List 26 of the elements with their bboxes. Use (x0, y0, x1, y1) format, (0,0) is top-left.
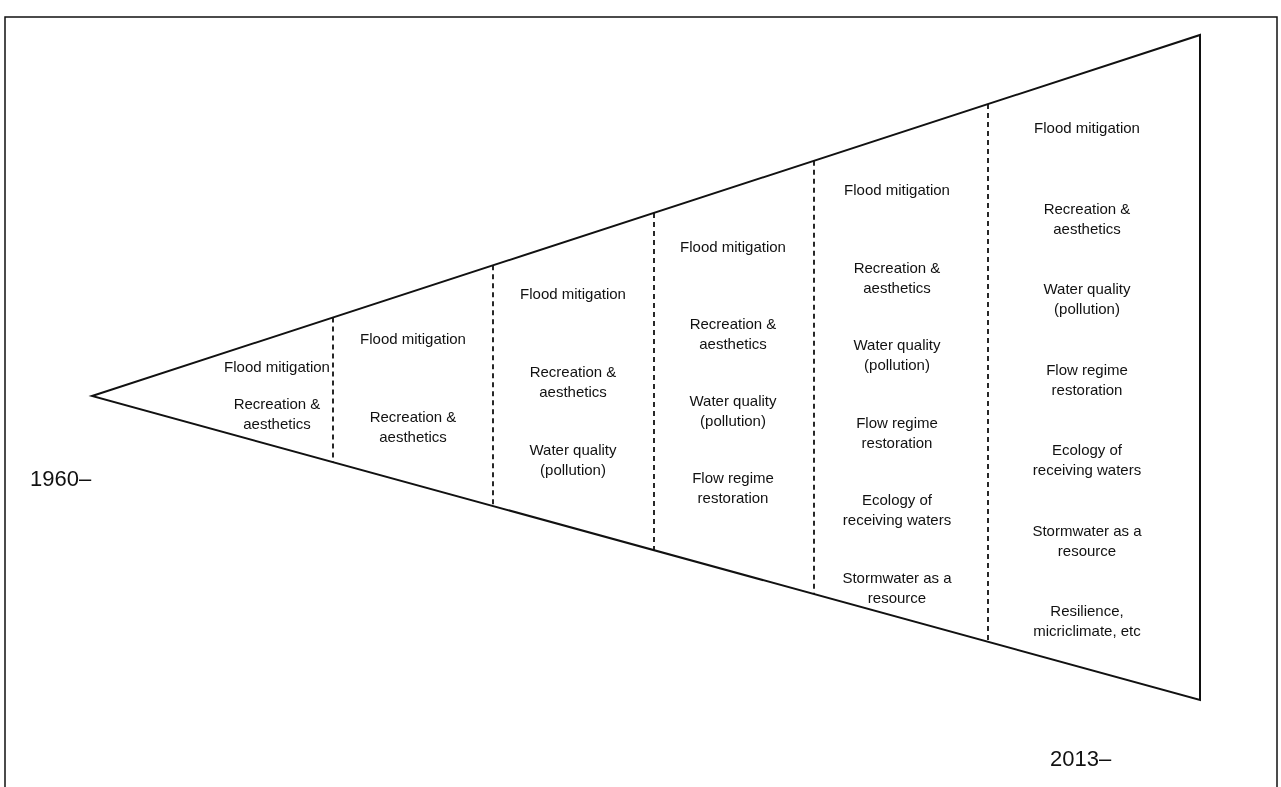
benefit-text: Water quality (pollution) (852, 335, 942, 375)
year-label: 2013– (1050, 746, 1112, 772)
benefit-text: Recreation & aesthetics (368, 407, 458, 447)
benefit-text: Flood mitigation (1033, 118, 1141, 138)
benefit-text: Flood mitigation (519, 284, 627, 304)
benefit-text: Stormwater as a resource (1031, 520, 1143, 561)
benefit-text: Flow regime restoration (691, 468, 775, 508)
benefit-text: Water quality (pollution) (528, 440, 618, 480)
year-label: 1960– (30, 466, 92, 492)
benefit-text: Flood mitigation (223, 357, 331, 377)
benefit-text: Flood mitigation (679, 237, 787, 257)
benefit-text: Stormwater as a resource (841, 567, 953, 608)
benefit-text: Resilience, micriclimate, etc (1032, 601, 1142, 641)
benefit-text: Flow regime restoration (1045, 359, 1129, 400)
benefit-text: Recreation & aesthetics (688, 314, 778, 354)
benefit-text: Flow regime restoration (855, 412, 939, 453)
benefit-text: Recreation & aesthetics (528, 362, 618, 402)
benefit-text: Recreation & aesthetics (232, 394, 322, 434)
benefit-text: Recreation & aesthetics (852, 257, 942, 298)
benefit-text: Water quality (pollution) (688, 391, 778, 431)
benefit-text: Water quality (pollution) (1042, 279, 1132, 319)
benefit-text: Flood mitigation (359, 329, 467, 349)
benefit-text: Ecology of receiving waters (1031, 440, 1143, 480)
benefit-text: Recreation & aesthetics (1042, 198, 1132, 239)
benefit-text: Flood mitigation (843, 180, 951, 200)
benefit-text: Ecology of receiving waters (841, 490, 953, 530)
